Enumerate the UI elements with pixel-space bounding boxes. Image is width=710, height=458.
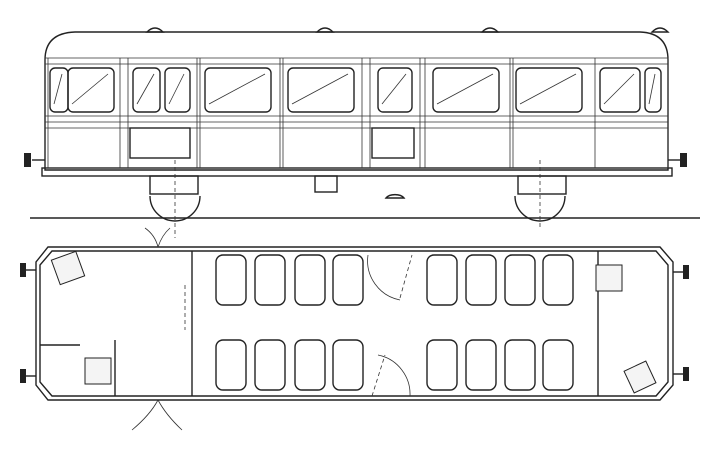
plan-outer-wall: [35, 246, 674, 401]
window: [644, 67, 662, 113]
battery-box: [314, 175, 338, 193]
seat: [504, 254, 536, 306]
seats: [215, 254, 574, 391]
window-glare: [208, 73, 266, 105]
window-glare: [436, 73, 494, 105]
window: [377, 67, 413, 113]
window: [164, 67, 191, 113]
wheel-left: [149, 195, 201, 222]
windows: [49, 67, 662, 113]
window-glare: [136, 73, 155, 105]
step: [384, 193, 406, 199]
seat: [215, 339, 247, 391]
axlebox-left: [149, 175, 199, 195]
seat: [542, 339, 574, 391]
heater-right: [623, 360, 657, 394]
seat: [332, 339, 364, 391]
body-pillars: [47, 58, 669, 168]
floor-plan: [20, 227, 689, 431]
seat: [215, 254, 247, 306]
side-elevation: [24, 27, 700, 238]
window-glare: [381, 73, 407, 105]
seat: [254, 339, 286, 391]
seat: [294, 254, 326, 306]
roof-vent: [650, 27, 670, 33]
seat: [294, 339, 326, 391]
seat: [465, 339, 497, 391]
window-glare: [648, 73, 656, 105]
window: [49, 67, 69, 113]
door-left: [129, 127, 191, 159]
seat: [332, 254, 364, 306]
toilet: [84, 357, 112, 385]
window-glare: [168, 73, 185, 105]
seat: [426, 254, 458, 306]
seat: [254, 254, 286, 306]
seat: [426, 339, 458, 391]
stove-left: [50, 250, 86, 286]
solebar: [41, 167, 673, 177]
roof-vent: [315, 27, 335, 33]
door-center: [371, 127, 415, 159]
buffer-right: [668, 153, 687, 167]
buffer-left: [24, 153, 45, 167]
window: [67, 67, 115, 113]
window: [515, 67, 583, 113]
window: [132, 67, 161, 113]
window: [599, 67, 641, 113]
window-glare: [519, 73, 577, 105]
window: [204, 67, 272, 113]
axlebox-right: [517, 175, 567, 195]
wheel-right: [514, 195, 566, 222]
window: [287, 67, 355, 113]
window-glare: [53, 73, 63, 105]
seat: [542, 254, 574, 306]
roof-vent: [145, 27, 165, 33]
seat: [504, 339, 536, 391]
window: [432, 67, 500, 113]
roof-vent: [480, 27, 500, 33]
window-glare: [291, 73, 349, 105]
seat: [465, 254, 497, 306]
roof-vents: [145, 27, 670, 33]
plan-inner-wall: [39, 250, 669, 397]
stove-right: [595, 264, 623, 292]
window-glare: [603, 73, 635, 105]
plan-buffers: [20, 263, 689, 383]
window-glare: [71, 73, 109, 105]
